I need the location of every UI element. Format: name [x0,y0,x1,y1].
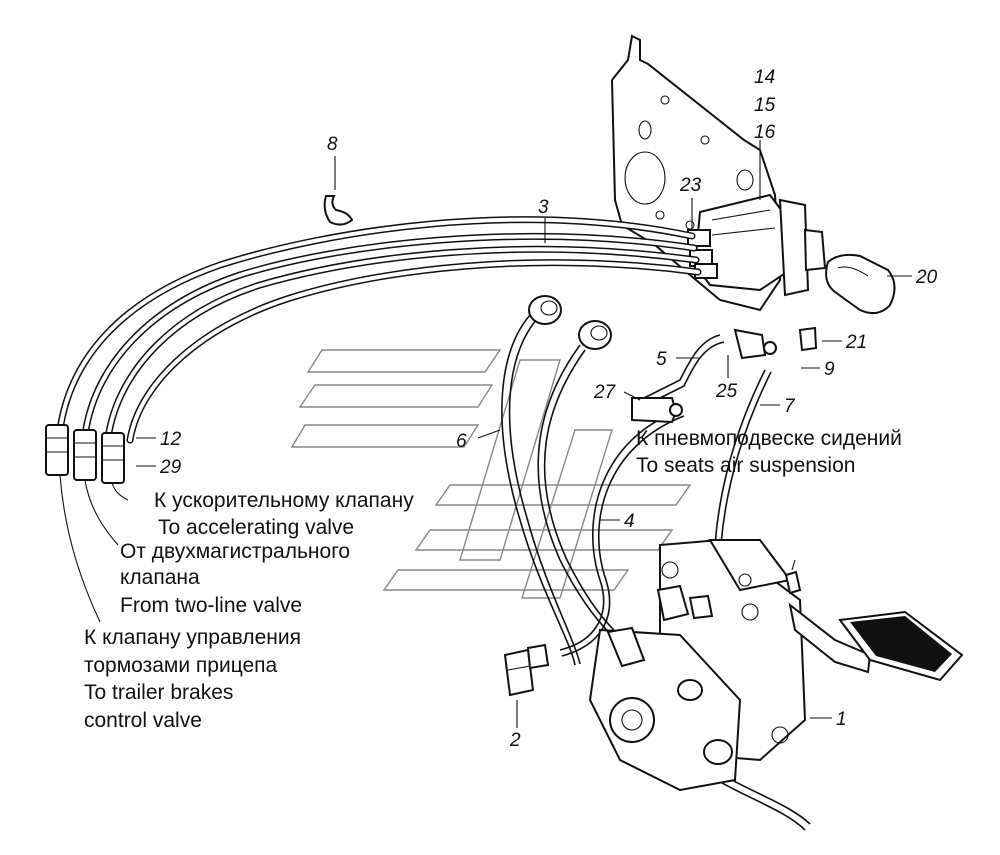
brake-valve-assembly [588,538,807,792]
callout-9: 9 [824,359,835,380]
hand-brake-valve [693,193,896,355]
note-trailer-ru-2: тормозами прицепа [84,654,278,677]
callout-21: 21 [845,332,867,353]
callout-14: 14 [754,67,775,88]
note-trailer-en-2: control valve [84,709,202,732]
note-accel-en: To accelerating valve [158,516,354,539]
hose-end-fittings [45,424,125,484]
callout-29: 29 [159,457,182,478]
elbow-fitting [503,643,550,697]
watermark-logo [290,349,692,599]
callout-23: 23 [679,175,702,196]
callout-3: 3 [538,197,549,218]
callout-7: 7 [784,396,796,417]
callout-numbers: 8 3 14 15 16 23 20 21 9 7 5 27 25 6 4 12… [159,67,938,751]
callout-5: 5 [656,349,667,370]
leader-lines [59,140,912,728]
callout-6: 6 [456,431,467,452]
callout-2: 2 [509,730,521,751]
brake-pedal [788,602,964,682]
note-accel-ru: К ускорительному клапану [154,489,414,512]
note-seats-en: To seats air suspension [636,454,855,477]
annotation-notes: К пневмоподвеске сидений To seats air su… [84,427,902,732]
hose-bundle [56,216,702,444]
note-twoline-en: From two-line valve [120,594,302,617]
callout-15: 15 [754,95,776,116]
callout-27: 27 [593,382,617,403]
note-trailer-ru-1: К клапану управления [84,626,301,649]
callout-8: 8 [327,134,338,155]
callout-4: 4 [624,511,635,532]
note-twoline-ru-1: От двухмагистрального [120,540,350,563]
pipe-nuts [528,295,767,424]
callout-12: 12 [160,429,182,450]
callout-1: 1 [836,709,847,730]
note-seats-ru: К пневмоподвеске сидений [636,427,902,450]
note-trailer-en-1: To trailer brakes [84,681,233,704]
callout-20: 20 [915,267,938,288]
hose-clip [323,195,354,226]
note-twoline-ru-2: клапана [120,566,200,589]
callout-16: 16 [754,122,776,143]
callout-25: 25 [715,381,738,402]
